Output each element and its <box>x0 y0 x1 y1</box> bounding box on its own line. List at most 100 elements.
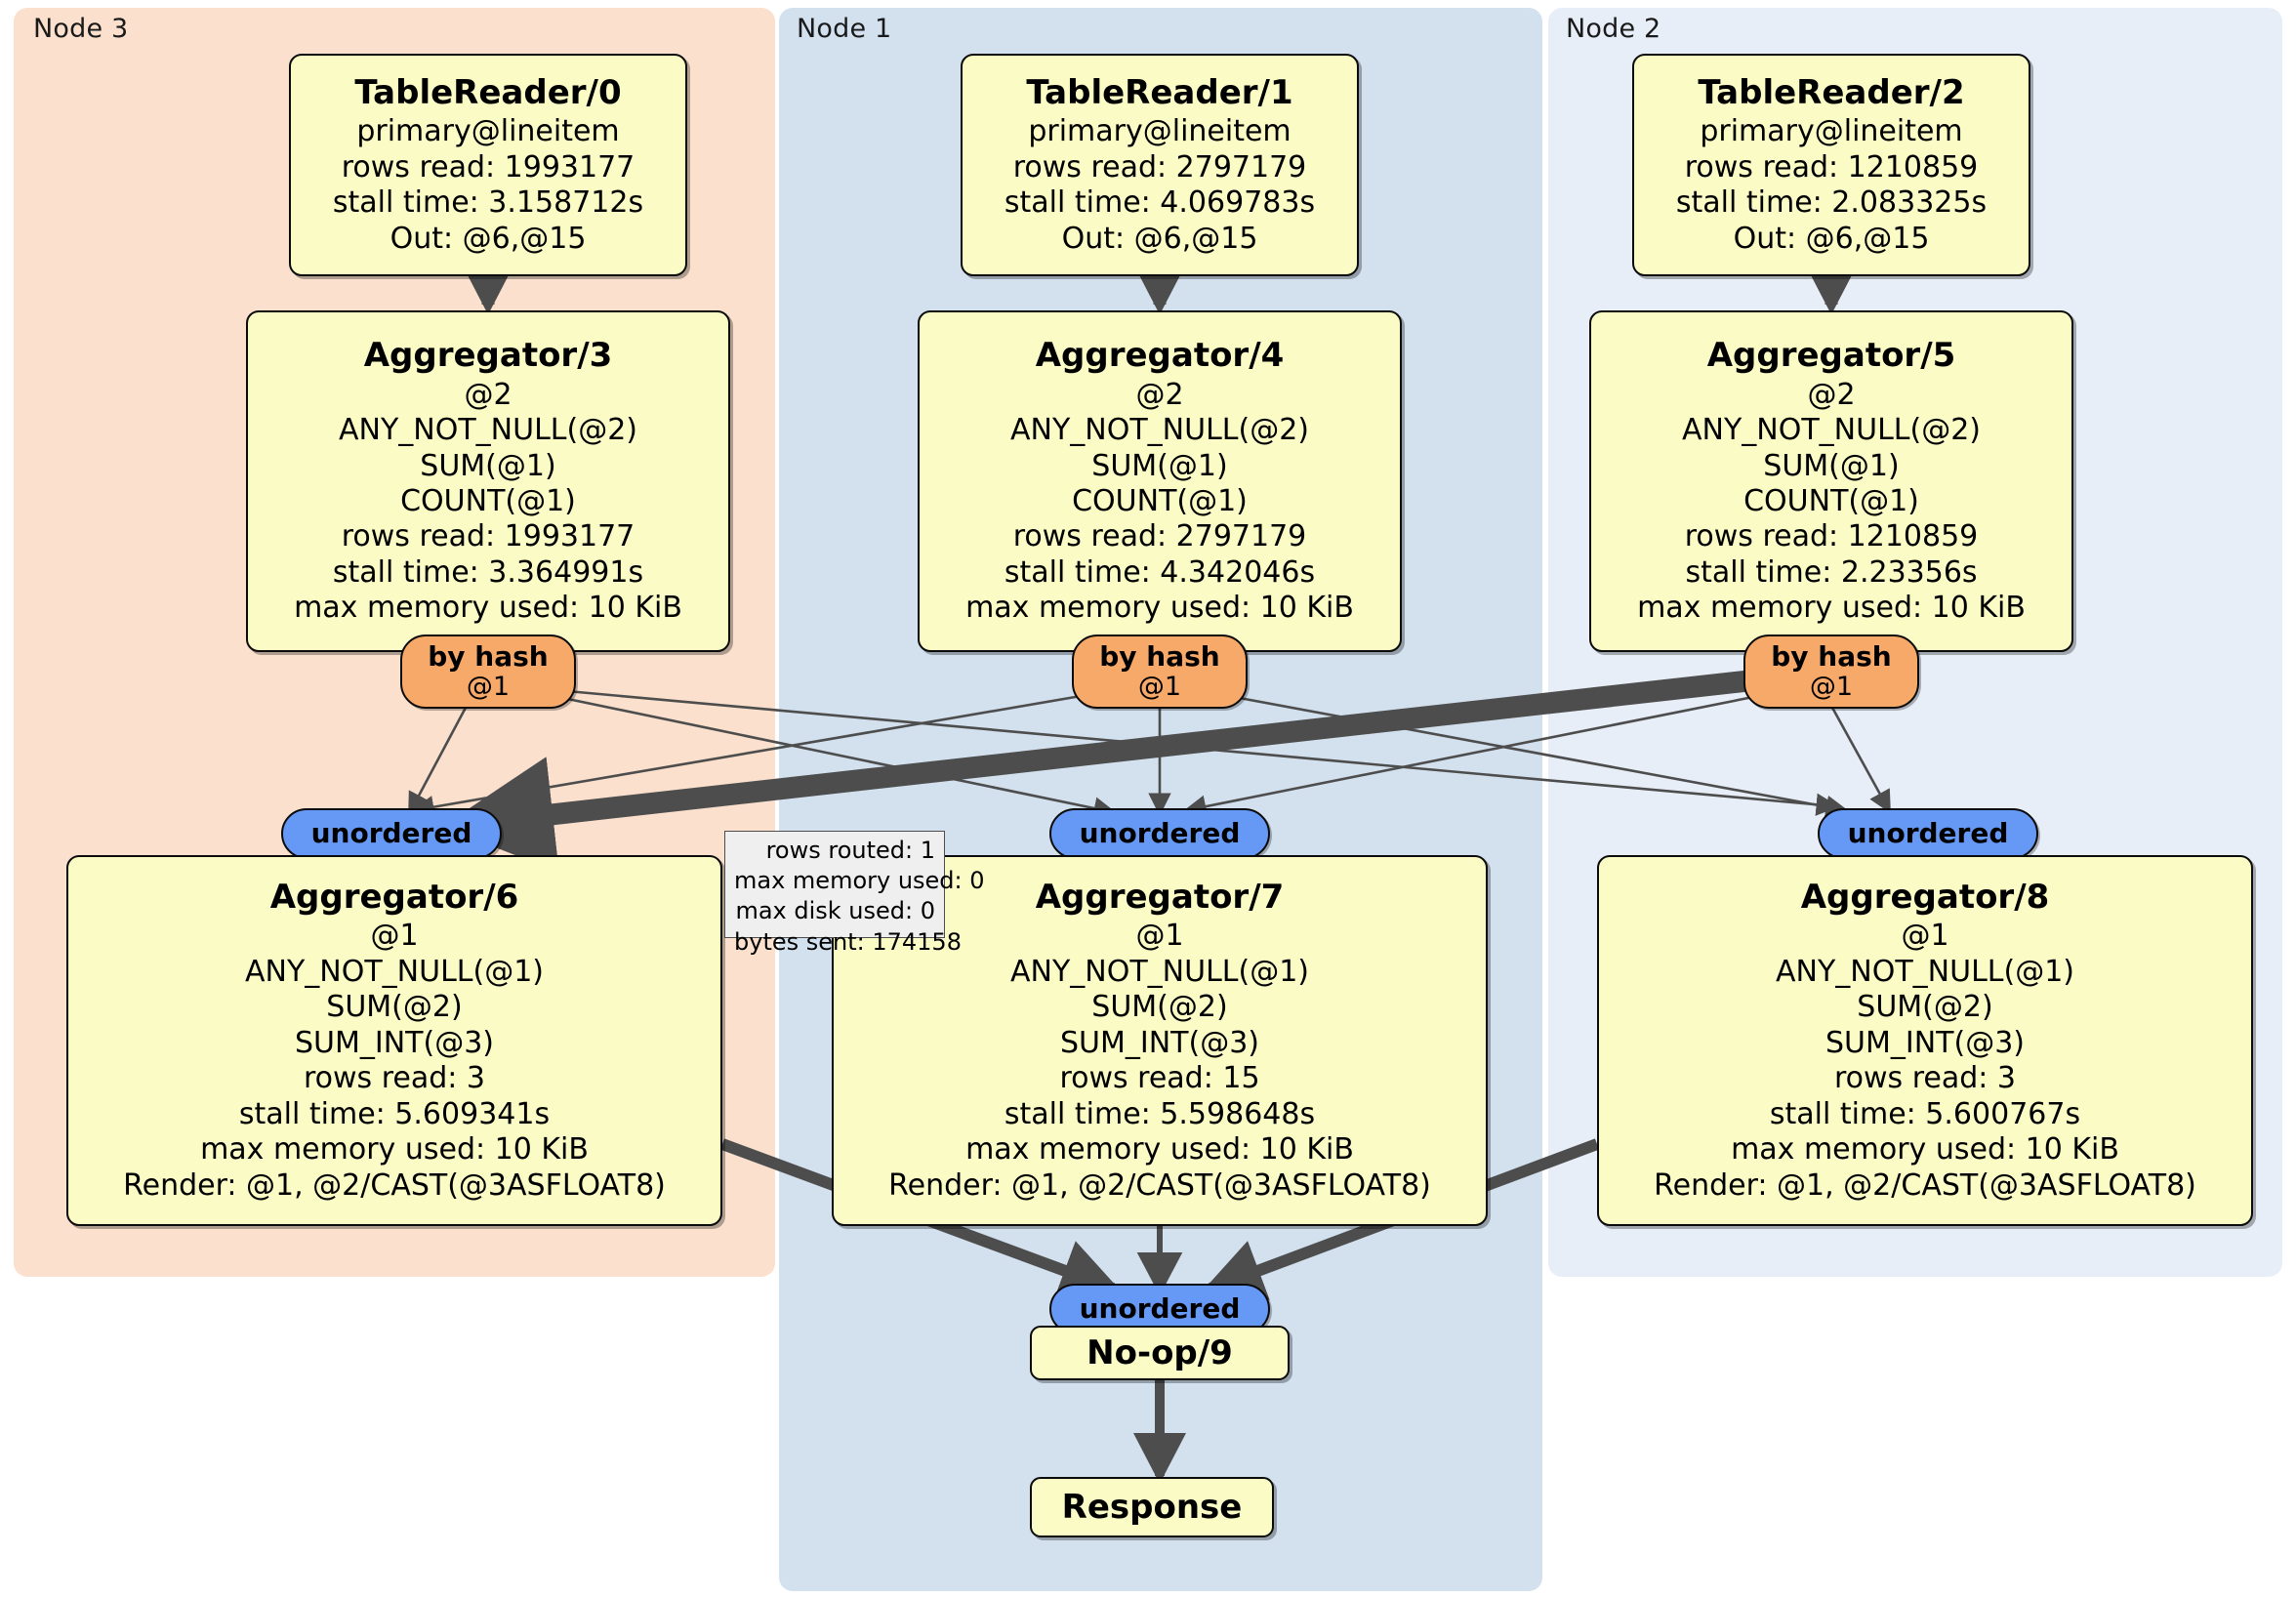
cluster-node2-label: Node 2 <box>1566 14 1661 44</box>
operator-tablereader-0[interactable]: TableReader/0 primary@lineitem rows read… <box>289 54 687 276</box>
operator-group-col: @2 <box>464 377 512 412</box>
operator-aggregator-4[interactable]: Aggregator/4 @2 ANY_NOT_NULL(@2) SUM(@1)… <box>918 310 1402 652</box>
operator-tablereader-2[interactable]: TableReader/2 primary@lineitem rows read… <box>1632 54 2030 276</box>
operator-aggregator-6[interactable]: Aggregator/6 @1 ANY_NOT_NULL(@1) SUM(@2)… <box>66 855 722 1226</box>
operator-title: TableReader/0 <box>354 72 622 112</box>
operator-title: Aggregator/5 <box>1706 336 1956 376</box>
stat-max-disk-used: max disk used: 0 <box>735 897 935 925</box>
operator-agg-1: ANY_NOT_NULL(@1) <box>245 954 544 989</box>
operator-agg-3: COUNT(@1) <box>1743 484 1919 519</box>
operator-agg-3: SUM_INT(@3) <box>295 1025 494 1060</box>
operator-rows-read: rows read: 1210859 <box>1684 149 1979 184</box>
operator-stall-time: stall time: 4.342046s <box>1004 554 1316 590</box>
stream-label: unordered <box>310 817 472 850</box>
operator-rows-read: rows read: 2797179 <box>1012 519 1307 554</box>
operator-stall-time: stall time: 5.600767s <box>1769 1096 2081 1131</box>
stat-bytes-sent: bytes sent: 174158 <box>734 927 962 956</box>
operator-aggregator-3[interactable]: Aggregator/3 @2 ANY_NOT_NULL(@2) SUM(@1)… <box>246 310 730 652</box>
operator-render: Render: @1, @2/CAST(@3ASFLOAT8) <box>1654 1167 2196 1203</box>
operator-max-memory: max memory used: 10 KiB <box>294 591 682 626</box>
stream-label: unordered <box>1079 817 1241 850</box>
operator-rows-read: rows read: 1210859 <box>1684 519 1979 554</box>
operator-agg-1: ANY_NOT_NULL(@1) <box>1010 954 1309 989</box>
operator-agg-1: ANY_NOT_NULL(@2) <box>1010 413 1309 448</box>
edge-stats-tooltip: rows routed: 1 max memory used: 0 max di… <box>724 831 985 956</box>
router-by-hash-node2[interactable]: by hash @1 <box>1743 635 1919 709</box>
operator-title: Aggregator/8 <box>1800 878 2050 918</box>
operator-group-col: @1 <box>1135 919 1184 954</box>
operator-render: Render: @1, @2/CAST(@3ASFLOAT8) <box>123 1167 666 1203</box>
operator-stall-time: stall time: 4.069783s <box>1004 185 1316 221</box>
operator-agg-2: SUM(@2) <box>1091 990 1228 1025</box>
operator-title: TableReader/2 <box>1698 72 1965 112</box>
operator-title: TableReader/1 <box>1026 72 1293 112</box>
operator-stall-time: stall time: 3.158712s <box>332 185 644 221</box>
stream-label: unordered <box>1079 1292 1241 1326</box>
stream-unordered-node3[interactable]: unordered <box>281 808 502 859</box>
operator-agg-3: SUM_INT(@3) <box>1060 1025 1259 1060</box>
operator-title: Aggregator/7 <box>1035 878 1285 918</box>
operator-stall-time: stall time: 2.23356s <box>1685 554 1978 590</box>
operator-title: Aggregator/6 <box>269 878 519 918</box>
operator-aggregator-8[interactable]: Aggregator/8 @1 ANY_NOT_NULL(@1) SUM(@2)… <box>1597 855 2253 1226</box>
operator-table: primary@lineitem <box>356 114 620 149</box>
stream-unordered-node2[interactable]: unordered <box>1818 808 2038 859</box>
operator-title: Aggregator/3 <box>363 336 613 376</box>
operator-noop-9[interactable]: No-op/9 <box>1030 1326 1290 1380</box>
router-label: by hash <box>1771 640 1892 674</box>
operator-title: No-op/9 <box>1086 1333 1233 1372</box>
operator-table: primary@lineitem <box>1028 114 1292 149</box>
stat-rows-routed: rows routed: 1 <box>765 837 935 864</box>
operator-agg-3: SUM_INT(@3) <box>1825 1025 2025 1060</box>
operator-rows-read: rows read: 2797179 <box>1012 149 1307 184</box>
operator-agg-2: SUM(@2) <box>326 990 463 1025</box>
operator-agg-3: COUNT(@1) <box>1072 484 1248 519</box>
operator-max-memory: max memory used: 10 KiB <box>965 1132 1354 1167</box>
operator-out: Out: @6,@15 <box>1061 221 1258 256</box>
operator-stall-time: stall time: 2.083325s <box>1675 185 1988 221</box>
operator-title: Aggregator/4 <box>1035 336 1285 376</box>
operator-render: Render: @1, @2/CAST(@3ASFLOAT8) <box>888 1167 1431 1203</box>
operator-max-memory: max memory used: 10 KiB <box>965 591 1354 626</box>
stream-unordered-node1[interactable]: unordered <box>1049 808 1270 859</box>
cluster-node1-label: Node 1 <box>797 14 892 44</box>
operator-group-col: @1 <box>370 919 419 954</box>
operator-agg-2: SUM(@1) <box>420 448 556 483</box>
operator-rows-read: rows read: 15 <box>1059 1061 1260 1096</box>
operator-rows-read: rows read: 1993177 <box>341 519 636 554</box>
operator-stall-time: stall time: 5.598648s <box>1004 1096 1316 1131</box>
operator-max-memory: max memory used: 10 KiB <box>200 1132 589 1167</box>
router-column: @1 <box>1137 671 1182 702</box>
operator-out: Out: @6,@15 <box>1733 221 1930 256</box>
operator-agg-1: ANY_NOT_NULL(@2) <box>1682 413 1981 448</box>
operator-rows-read: rows read: 3 <box>1833 1061 2017 1096</box>
operator-agg-2: SUM(@2) <box>1857 990 1993 1025</box>
operator-group-col: @2 <box>1807 377 1856 412</box>
cluster-node3-label: Node 3 <box>33 14 129 44</box>
router-label: by hash <box>428 640 549 674</box>
operator-stall-time: stall time: 3.364991s <box>332 554 644 590</box>
operator-aggregator-5[interactable]: Aggregator/5 @2 ANY_NOT_NULL(@2) SUM(@1)… <box>1589 310 2073 652</box>
operator-agg-2: SUM(@1) <box>1091 448 1228 483</box>
operator-max-memory: max memory used: 10 KiB <box>1731 1132 2119 1167</box>
operator-agg-1: ANY_NOT_NULL(@2) <box>339 413 637 448</box>
router-label: by hash <box>1099 640 1220 674</box>
operator-stall-time: stall time: 5.609341s <box>238 1096 551 1131</box>
operator-tablereader-1[interactable]: TableReader/1 primary@lineitem rows read… <box>961 54 1359 276</box>
router-column: @1 <box>1809 671 1854 702</box>
stream-label: unordered <box>1847 817 2009 850</box>
operator-title: Response <box>1061 1488 1243 1527</box>
operator-table: primary@lineitem <box>1700 114 1963 149</box>
operator-agg-1: ANY_NOT_NULL(@1) <box>1776 954 2074 989</box>
stat-max-memory-used: max memory used: 0 <box>734 867 985 895</box>
router-by-hash-node1[interactable]: by hash @1 <box>1072 635 1248 709</box>
operator-out: Out: @6,@15 <box>390 221 587 256</box>
operator-response[interactable]: Response <box>1030 1477 1274 1537</box>
operator-rows-read: rows read: 1993177 <box>341 149 636 184</box>
router-by-hash-node3[interactable]: by hash @1 <box>400 635 576 709</box>
operator-agg-2: SUM(@1) <box>1763 448 1900 483</box>
operator-max-memory: max memory used: 10 KiB <box>1637 591 2026 626</box>
operator-group-col: @1 <box>1901 919 1949 954</box>
operator-agg-3: COUNT(@1) <box>400 484 576 519</box>
